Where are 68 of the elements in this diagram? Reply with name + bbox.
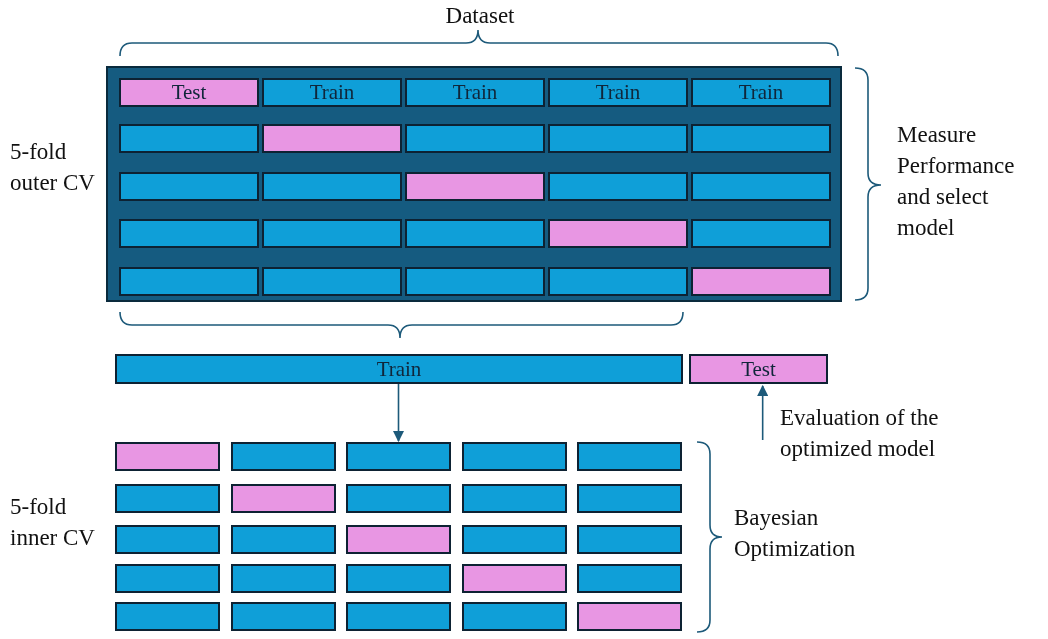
fold-block [461,484,567,513]
fold-block [346,602,451,631]
fold-block [119,267,259,296]
data-split-bar [691,78,831,107]
split-label: Train [738,82,784,103]
data-split-bar [119,78,259,107]
fold-block [405,124,545,153]
fold-block [405,172,545,201]
side-label: 5-fold inner CV [10,493,96,552]
fold-block [230,602,336,631]
split-label: Test [741,358,776,380]
fold-block [548,219,688,248]
fold-block [577,564,682,593]
fold-block [115,484,220,513]
split-label: Train [309,82,355,103]
fold-block [119,219,259,248]
fold-block [119,172,259,201]
data-split-bar [115,354,683,384]
fold-block [230,564,336,593]
fold-block [346,442,451,471]
fold-block [115,442,220,471]
fold-block [230,442,336,471]
note-label: Evaluation of the optimized model [780,404,940,463]
side-label: 5-fold outer CV [10,138,96,197]
fold-block [548,267,688,296]
split-label: Train [595,82,641,103]
fold-block [405,267,545,296]
fold-block [577,602,682,631]
fold-block [405,219,545,248]
fold-block [262,124,402,153]
fold-block [691,172,831,201]
data-split-bar [548,78,688,107]
fold-block [577,442,682,471]
fold-block [461,602,567,631]
split-label: Train [376,358,422,380]
note-label: Bayesian Optimization [734,504,857,563]
fold-block [548,172,688,201]
arrow [392,383,405,443]
fold-panel [106,66,842,302]
data-split-bar [405,78,545,107]
title-label: Dataset [444,2,516,30]
fold-block [346,525,451,554]
fold-block [691,267,831,296]
fold-block [119,124,259,153]
fold-block [461,442,567,471]
arrow [757,384,769,441]
fold-block [115,602,220,631]
fold-block [461,564,567,593]
data-split-bar [262,78,402,107]
fold-block [461,525,567,554]
fold-block [230,525,336,554]
fold-block [691,219,831,248]
fold-block [691,124,831,153]
fold-block [346,564,451,593]
fold-block [262,172,402,201]
fold-block [548,124,688,153]
fold-block [577,525,682,554]
fold-block [577,484,682,513]
fold-block [346,484,451,513]
fold-block [230,484,336,513]
fold-block [262,219,402,248]
split-label: Test [171,82,207,103]
fold-block [115,564,220,593]
split-label: Train [452,82,498,103]
fold-block [262,267,402,296]
note-label: Measure Performance and select model [897,121,1016,242]
fold-block [115,525,220,554]
data-split-bar [689,354,828,384]
